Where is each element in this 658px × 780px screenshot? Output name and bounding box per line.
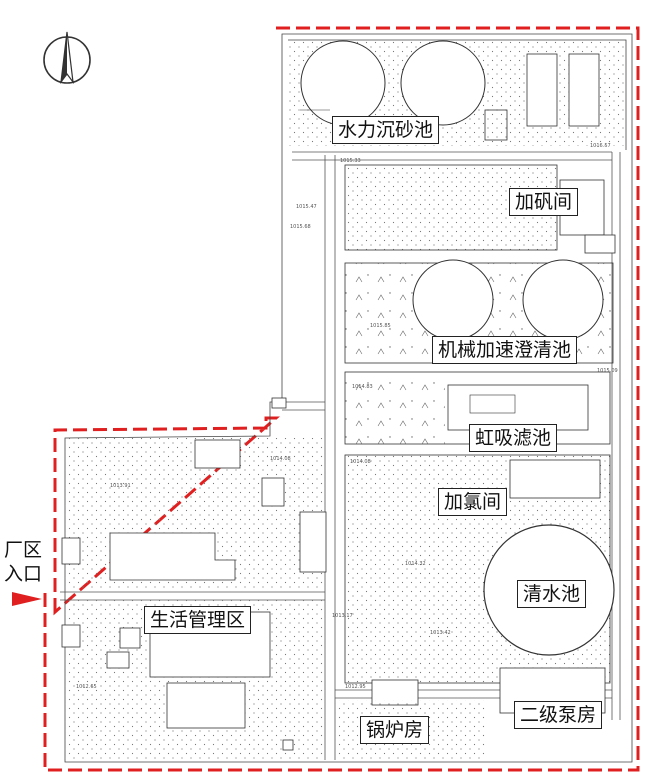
elevation-label: 1012.95 [345, 684, 366, 690]
elevation-label: 1016.57 [590, 143, 611, 149]
elevation-label: 1015.33 [340, 158, 361, 164]
label-clarifier: 机械加速澄清池 [432, 336, 578, 364]
elevation-label: 1015.47 [296, 204, 317, 210]
elevation-label: 1014.08 [270, 456, 291, 462]
elevation-label: 1014.32 [405, 561, 426, 567]
elevation-label: 1015.68 [290, 224, 311, 230]
north-arrow-icon [43, 31, 91, 85]
siphon-filter-block: 1014.83 [271, 371, 611, 445]
label-grit-tank: 水力沉砂池 [332, 116, 440, 144]
elevation-label: 1013.17 [332, 613, 353, 619]
clarifier-block: 1015.85 1015.09 [344, 259, 618, 374]
elevation-label: 1013.42 [430, 630, 451, 636]
admin-area: 1014.08 1013.91 1012.65 [61, 438, 327, 760]
clear-water-block: 1014.08 1014.32 1013.42 [344, 454, 615, 684]
elevation-label: 1015.09 [597, 368, 618, 374]
elevation-label: 1012.65 [76, 684, 97, 690]
label-pump-house: 二级泵房 [514, 701, 603, 729]
label-clear-water-tank: 清水池 [517, 580, 587, 608]
entrance-arrow-icon [12, 592, 42, 606]
elevation-label: 1015.85 [370, 323, 391, 329]
entrance-label: 厂区 入口 [4, 538, 42, 586]
elevation-label: 1014.08 [350, 459, 371, 465]
label-boiler-room: 锅炉房 [360, 716, 430, 744]
label-chlorination-room: 加氯间 [438, 488, 508, 516]
entrance-label-line1: 厂区 [4, 539, 43, 561]
elevation-label: 1013.91 [110, 483, 131, 489]
label-siphon-filter: 虹吸滤池 [469, 424, 558, 452]
entrance-label-line2: 入口 [4, 563, 43, 585]
label-alum-room: 加矾间 [509, 188, 579, 216]
elevation-label: 1014.83 [352, 384, 373, 390]
grit-tank-area: 1015.47 [288, 40, 626, 210]
label-admin-zone: 生活管理区 [144, 606, 252, 634]
